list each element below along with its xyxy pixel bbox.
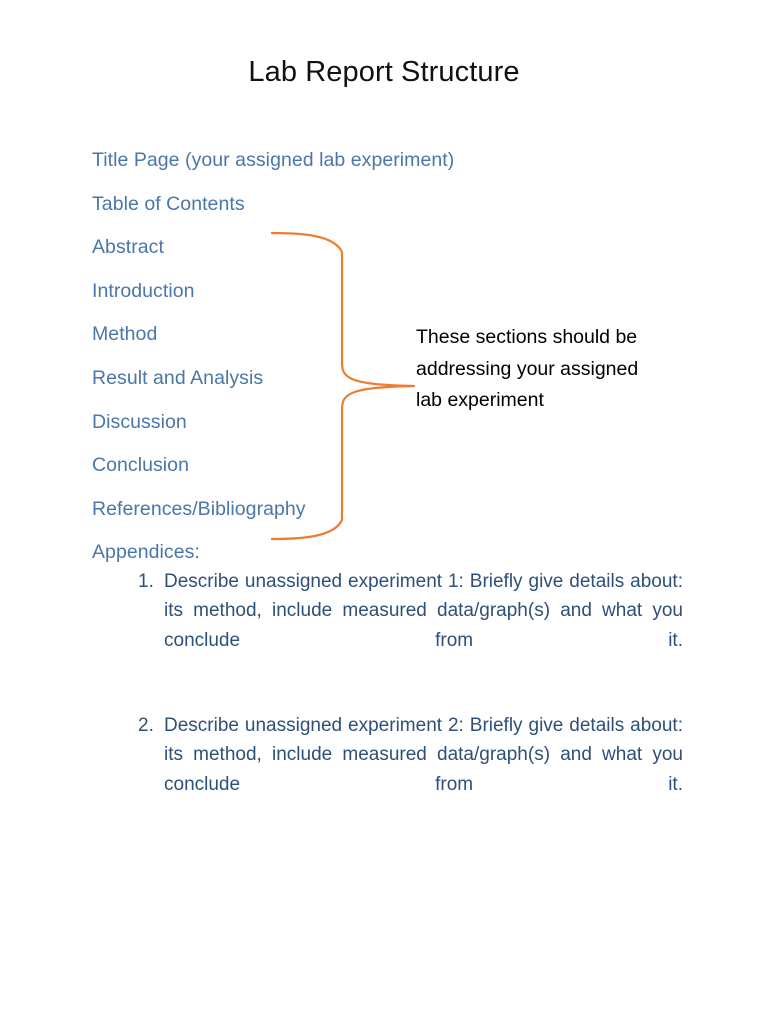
- section-item-discussion: Discussion: [92, 410, 187, 433]
- callout-line-3: lab experiment: [416, 389, 544, 411]
- section-item-introduction: Introduction: [92, 279, 195, 302]
- callout-line-2: addressing your assigned: [416, 357, 639, 380]
- section-item-references-bibliography: References/Bibliography: [92, 497, 306, 520]
- appendix-item-2: 2. Describe unassigned experiment 2: Bri…: [138, 711, 683, 828]
- callout-line-1: These sections should be: [416, 326, 638, 348]
- section-item-table-of-contents: Table of Contents: [92, 192, 245, 215]
- appendix-item-2-text: Describe unassigned experiment 2: Briefl…: [164, 715, 683, 795]
- section-item-conclusion: Conclusion: [92, 454, 189, 477]
- appendix-item-2-number: 2.: [138, 715, 154, 737]
- lab-report-section-list: Title Page (your assigned lab experiment…: [92, 147, 492, 583]
- appendix-item-1: 1. Describe unassigned experiment 1: Bri…: [138, 567, 683, 684]
- appendices-list: 1. Describe unassigned experiment 1: Bri…: [138, 567, 683, 828]
- section-item-title-page: Title Page (your assigned lab experiment…: [92, 149, 455, 171]
- section-item-abstract: Abstract: [92, 236, 164, 259]
- appendix-item-1-text: Describe unassigned experiment 1: Briefl…: [164, 571, 683, 651]
- callout-text: These sections should be addressing your…: [416, 322, 696, 417]
- section-item-result-and-analysis: Result and Analysis: [92, 366, 264, 389]
- section-item-method: Method: [92, 323, 158, 346]
- section-item-appendices: Appendices:: [92, 541, 200, 564]
- page-title: Lab Report Structure: [248, 56, 520, 88]
- appendix-item-1-number: 1.: [138, 571, 154, 592]
